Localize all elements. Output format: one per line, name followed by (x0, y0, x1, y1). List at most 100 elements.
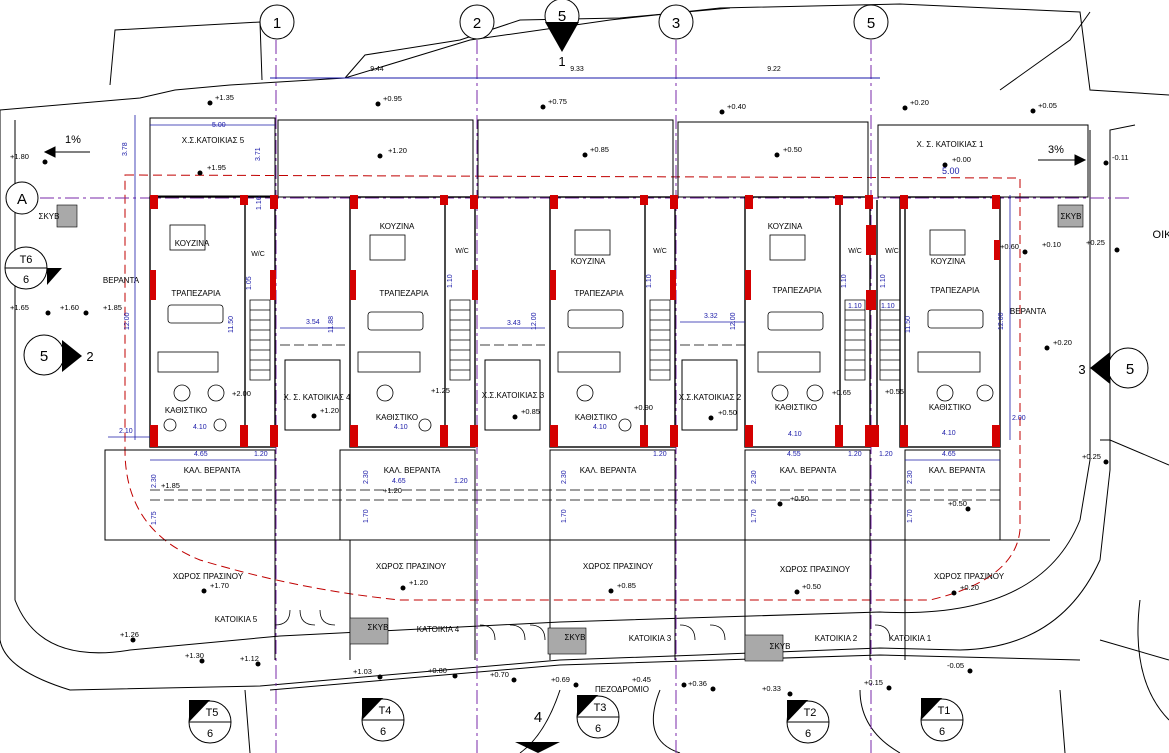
storage-label-right: ΣΚΥΒ (1061, 212, 1082, 221)
dim-3-54: 3.54 (306, 319, 320, 326)
dining-label-1: ΤΡΑΠΕΖΑΡΙΑ (930, 286, 980, 295)
dimension-lines (108, 115, 1011, 461)
level-street-11: +0.15 (864, 678, 883, 687)
level-symbols (42, 100, 1120, 697)
grid-axis-bubbles: 1 2 3 5 A (5, 4, 889, 215)
level-garden-5: +0.20 (960, 583, 979, 592)
svg-text:6: 6 (380, 726, 386, 738)
wc-label-2: W/C (848, 248, 862, 255)
storage-label-2: ΣΚΥΒ (770, 642, 791, 651)
dim-1-70-2: 1.70 (751, 509, 758, 523)
kitchen-label-5: ΚΟΥΖΙΝΑ (175, 239, 210, 248)
level-top-5: +0.20 (910, 98, 929, 107)
level-mid-6: +0.25 (1086, 238, 1105, 247)
level-inner-4: +0.85 (521, 407, 540, 416)
dim-9-33: 9.33 (570, 66, 584, 73)
dim-4-10-1: 4.10 (942, 430, 956, 437)
structural-columns (150, 195, 1000, 447)
dim-12-00-l: 12.00 (124, 312, 131, 330)
level-top-6: +0.05 (1038, 101, 1057, 110)
dining-label-5: ΤΡΑΠΕΖΑΡΙΑ (171, 289, 221, 298)
dim-1-16: 1.16 (256, 196, 263, 210)
dim-2-30-4: 2.30 (363, 470, 370, 484)
living-label-2: ΚΑΘΙΣΤΙΚΟ (775, 403, 817, 412)
dim-5-00b: 5.00 (942, 166, 960, 176)
svg-text:T5: T5 (206, 707, 219, 719)
tag-t4: T4 6 (361, 698, 405, 742)
level-mid-1: +1.65 (10, 303, 29, 312)
axis-A-label: A (17, 191, 27, 208)
dim-4-10-4: 4.10 (394, 424, 408, 431)
tag-t3: T3 6 (576, 695, 620, 739)
level-street-3: +1.12 (240, 654, 259, 663)
dim-1-20-a: 1.20 (254, 451, 268, 458)
axis-2-label: 2 (473, 15, 481, 32)
dim-4-65-1: 4.65 (942, 451, 956, 458)
living-label-4: ΚΑΘΙΣΤΙΚΟ (376, 413, 418, 422)
level-street-7: +0.69 (551, 675, 570, 684)
dim-1-10-d: 1.10 (880, 274, 887, 288)
unit-2-name: ΚΑΤΟΙΚΙΑ 2 (815, 634, 858, 643)
slope-left: 1% (65, 134, 81, 146)
level-top-3: +0.75 (548, 97, 567, 106)
storage-label-left: ΣΚΥΒ (39, 212, 60, 221)
type-tags: T6 6 T5 6 T4 6 T3 6 T2 (4, 246, 964, 744)
living-label-3: ΚΑΘΙΣΤΙΚΟ (575, 413, 617, 422)
section-mark-top: 5 (558, 8, 566, 25)
level-street-6: +0.70 (490, 670, 509, 679)
level-top-1: +1.35 (215, 93, 234, 102)
tag-t2: T2 6 (786, 700, 830, 744)
level-street-4: +1.03 (353, 667, 372, 676)
svg-text:6: 6 (23, 274, 29, 286)
covered-veranda-label-3: ΚΑΛ. ΒΕΡΑΝΤΑ (580, 466, 637, 475)
level-inner-5: +0.90 (634, 403, 653, 412)
green-space-label-5: ΧΩΡΟΣ ΠΡΑΣΙΝΟΥ (173, 572, 244, 581)
unit-4-parking: Χ. Σ. ΚΑΤΟΙΚΙΑΣ 4 (284, 393, 352, 402)
dim-1-10-b: 1.10 (646, 274, 653, 288)
dim-3-78: 3.78 (122, 142, 129, 156)
axis-1-label: 1 (273, 15, 281, 32)
unit-4-name: ΚΑΤΟΙΚΙΑ 4 (417, 625, 460, 634)
dim-4-65-5: 4.65 (194, 451, 208, 458)
level-yard-3: +1.20 (388, 146, 407, 155)
green-space-label-4: ΧΩΡΟΣ ΠΡΑΣΙΝΟΥ (376, 562, 447, 571)
axis-5-label: 5 (867, 15, 875, 32)
svg-text:6: 6 (595, 723, 601, 735)
level-mid-4: +0.60 (1000, 242, 1019, 251)
level-inner-3: +1.20 (320, 406, 339, 415)
section-mark-right: 5 (1126, 361, 1134, 378)
wc-label-1: W/C (885, 248, 899, 255)
level-street-8: +0.45 (632, 675, 651, 684)
kitchen-label-2: ΚΟΥΖΙΝΑ (768, 222, 803, 231)
wc-label-5: W/C (251, 251, 265, 258)
covered-veranda-label-2: ΚΑΛ. ΒΕΡΑΝΤΑ (780, 466, 837, 475)
slope-right: 3% (1048, 144, 1064, 156)
section-number-2: 2 (86, 349, 93, 364)
level-street-12: -0.05 (947, 661, 964, 670)
level-yard-4: +0.85 (590, 145, 609, 154)
level-yard-5: +0.50 (783, 145, 802, 154)
unit-5-parking: Χ.Σ.ΚΑΤΟΙΚΙΑΣ 5 (182, 136, 245, 145)
dim-4-65-4: 4.65 (392, 478, 406, 485)
axis-3-label: 3 (672, 15, 680, 32)
living-label-5: ΚΑΘΙΣΤΙΚΟ (165, 406, 207, 415)
unit-1-parking: Χ. Σ. ΚΑΤΟΙΚΙΑΣ 1 (917, 140, 985, 149)
section-number-3: 3 (1078, 362, 1085, 377)
dim-11-88: 11.88 (328, 316, 335, 333)
section-mark-bottom: 4 (534, 709, 542, 726)
covered-veranda-label-1: ΚΑΛ. ΒΕΡΑΝΤΑ (929, 466, 986, 475)
dim-9-22: 9.22 (767, 66, 781, 73)
dim-3-43: 3.43 (507, 320, 521, 327)
level-mid-3: +1.85 (103, 303, 122, 312)
svg-text:T1: T1 (938, 705, 951, 717)
covered-veranda-label-5: ΚΑΛ. ΒΕΡΑΝΤΑ (184, 466, 241, 475)
level-yard-6: +0.00 (952, 155, 971, 164)
level-yard-7: -0.11 (1112, 153, 1129, 162)
level-street-1: +1.26 (120, 630, 139, 639)
level-veranda-1: +1.85 (161, 481, 180, 490)
dining-label-4: ΤΡΑΠΕΖΑΡΙΑ (379, 289, 429, 298)
unit-1-name: ΚΑΤΟΙΚΙΑ 1 (889, 634, 932, 643)
kitchen-label-1: ΚΟΥΖΙΝΑ (931, 257, 966, 266)
room-labels: ΚΟΥΖΙΝΑ ΚΟΥΖΙΝΑ ΚΟΥΖΙΝΑ ΚΟΥΖΙΝΑ ΚΟΥΖΙΝΑ … (39, 212, 1169, 694)
level-top-4: +0.40 (727, 102, 746, 111)
